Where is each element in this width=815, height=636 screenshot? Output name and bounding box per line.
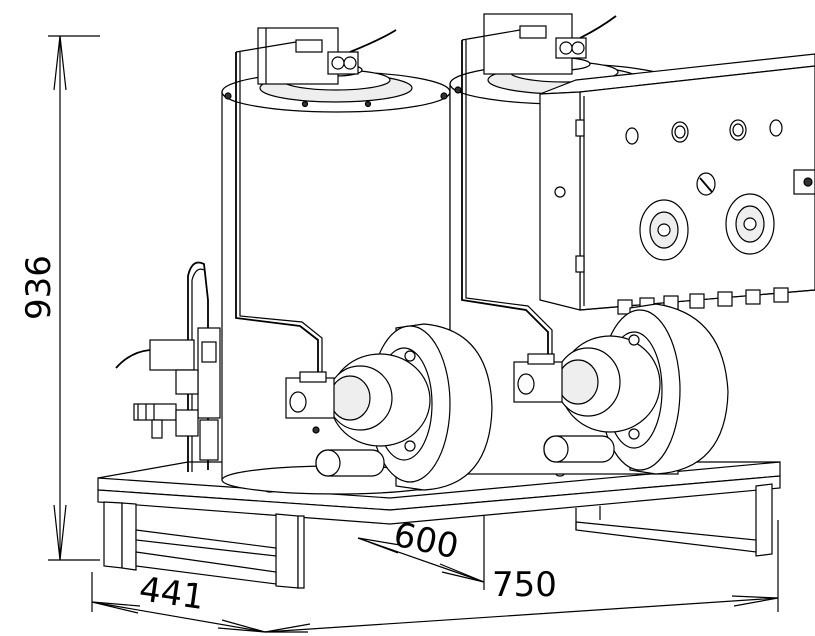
solenoid-valve-icon <box>149 339 195 371</box>
right-pump-motor <box>513 303 729 475</box>
dimension-inner-length: 600 <box>357 515 485 583</box>
valve-assembly <box>115 261 221 472</box>
cable-glands <box>617 287 789 315</box>
depth-label: 441 <box>137 569 207 618</box>
pump-port-icon <box>289 391 307 413</box>
dimension-height: 936 <box>19 35 100 561</box>
overall-length-label: 750 <box>492 565 557 605</box>
control-box <box>539 53 815 315</box>
indicator-lamp-icon <box>625 127 639 145</box>
indicator-lamp-icon <box>769 119 783 137</box>
pump-port-icon <box>517 373 535 395</box>
left-pump-motor <box>285 323 493 491</box>
height-label: 936 <box>19 255 59 320</box>
dimension-depth: 441 <box>91 569 266 633</box>
